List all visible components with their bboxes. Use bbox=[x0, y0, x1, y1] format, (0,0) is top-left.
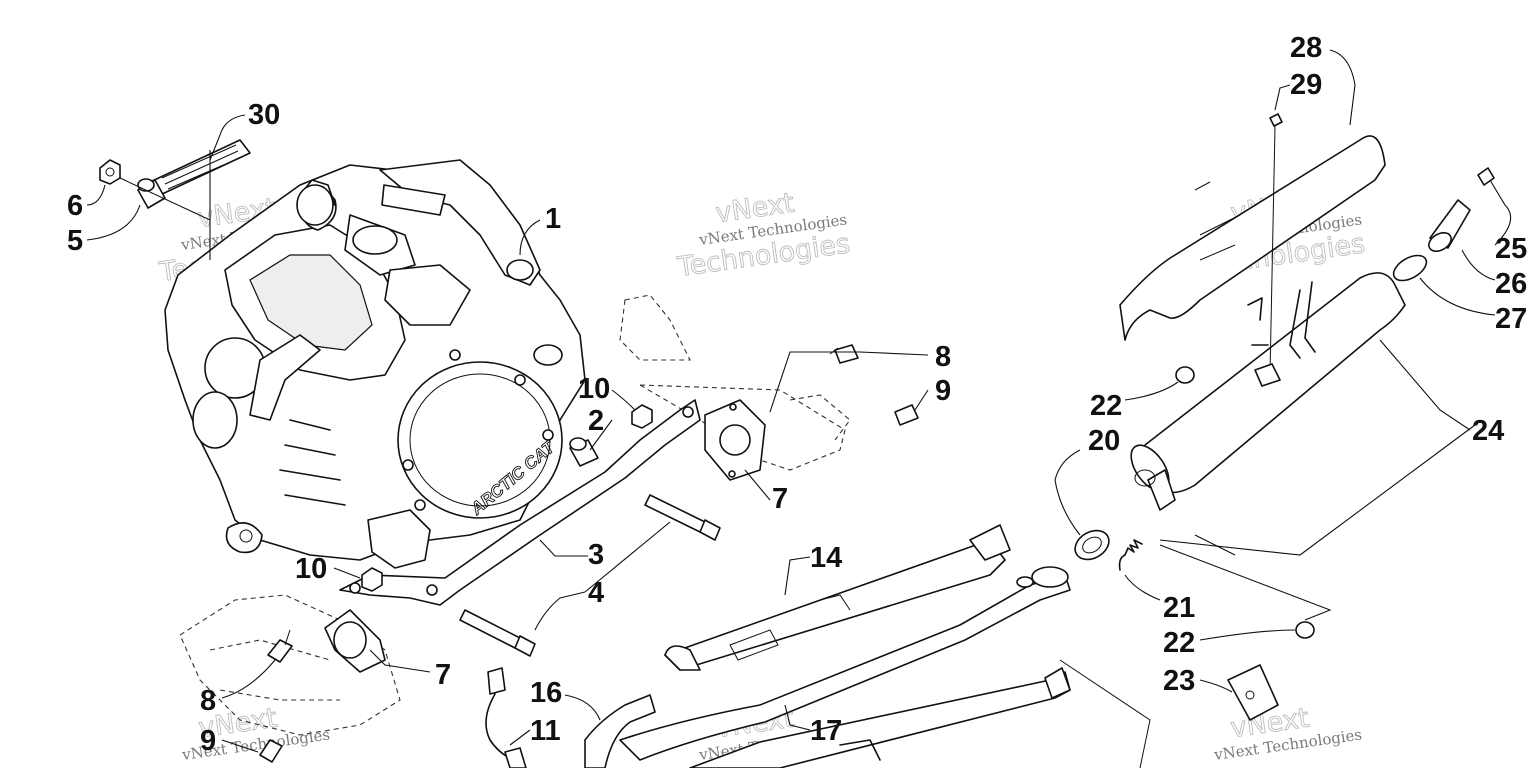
callout-27: 27 bbox=[1495, 303, 1527, 335]
bolt-8-lower bbox=[267, 629, 293, 663]
engine-assembly: ARCTIC CAT bbox=[164, 159, 586, 569]
callout-28: 28 bbox=[1290, 32, 1322, 64]
bolt-8-upper bbox=[829, 344, 859, 364]
gasket-7-lower bbox=[324, 609, 386, 673]
callout-8-upper: 8 bbox=[935, 341, 951, 373]
callout-8-lower: 8 bbox=[200, 685, 216, 717]
callout-21: 21 bbox=[1163, 592, 1195, 624]
callout-25: 25 bbox=[1495, 233, 1527, 265]
nut-10-lower bbox=[361, 567, 383, 592]
callout-11: 11 bbox=[530, 715, 561, 747]
callout-10-upper: 10 bbox=[578, 373, 610, 405]
pipe-16 bbox=[584, 694, 656, 768]
grommet-22-upper bbox=[1175, 366, 1195, 384]
callout-10-lower: 10 bbox=[295, 553, 327, 585]
callout-7-upper: 7 bbox=[772, 483, 788, 515]
callout-6: 6 bbox=[67, 190, 83, 222]
bolt-9-upper bbox=[894, 404, 919, 426]
sensor-11 bbox=[485, 667, 527, 768]
callout-20: 20 bbox=[1088, 425, 1120, 457]
bolt-9-lower bbox=[259, 739, 283, 763]
callout-numbers: 30 6 5 1 10 2 8 9 7 3 4 10 7 8 9 14 16 1… bbox=[67, 32, 1527, 757]
nut-10-upper bbox=[631, 404, 653, 429]
callout-7-lower: 7 bbox=[435, 659, 451, 691]
bolts-4 bbox=[459, 494, 721, 657]
callout-1: 1 bbox=[545, 203, 561, 235]
callout-22-lower: 22 bbox=[1163, 627, 1195, 659]
callout-30: 30 bbox=[248, 99, 280, 131]
spring-21 bbox=[1118, 539, 1143, 571]
grommet-22-lower bbox=[1295, 621, 1315, 639]
gasket-20 bbox=[1074, 529, 1110, 561]
callout-26: 26 bbox=[1495, 268, 1527, 300]
callout-23: 23 bbox=[1163, 665, 1195, 697]
shield-28 bbox=[1119, 135, 1386, 341]
heat-shield-14 bbox=[664, 524, 1011, 671]
callout-16: 16 bbox=[530, 677, 562, 709]
callout-3: 3 bbox=[588, 539, 604, 571]
head-pipe bbox=[619, 566, 1071, 761]
callout-14: 14 bbox=[810, 542, 842, 574]
callout-2: 2 bbox=[588, 405, 604, 437]
callout-5: 5 bbox=[67, 225, 83, 257]
callout-17: 17 bbox=[810, 715, 842, 747]
end-cap-26 bbox=[1428, 199, 1471, 252]
gasket-27 bbox=[1392, 254, 1428, 282]
nut-6 bbox=[99, 159, 121, 185]
watermark-6: vNext vNext Technologies bbox=[1212, 702, 1363, 764]
gasket-7-upper bbox=[704, 399, 766, 481]
watermark-2: vNext vNext Technologies Technologies bbox=[674, 187, 852, 284]
leader-lines bbox=[86, 49, 1512, 753]
callout-29: 29 bbox=[1290, 69, 1322, 101]
bracket-23 bbox=[1227, 664, 1279, 721]
callout-22-upper: 22 bbox=[1090, 390, 1122, 422]
decal-label bbox=[149, 139, 251, 196]
callout-4: 4 bbox=[588, 577, 604, 609]
screw-29 bbox=[1254, 113, 1283, 387]
pipe-17 bbox=[689, 667, 1071, 768]
callout-24: 24 bbox=[1472, 415, 1504, 447]
heat-shield-lower bbox=[179, 594, 401, 736]
callout-9-upper: 9 bbox=[935, 375, 951, 407]
callout-9-lower: 9 bbox=[200, 725, 216, 757]
spacer-2 bbox=[569, 437, 599, 467]
